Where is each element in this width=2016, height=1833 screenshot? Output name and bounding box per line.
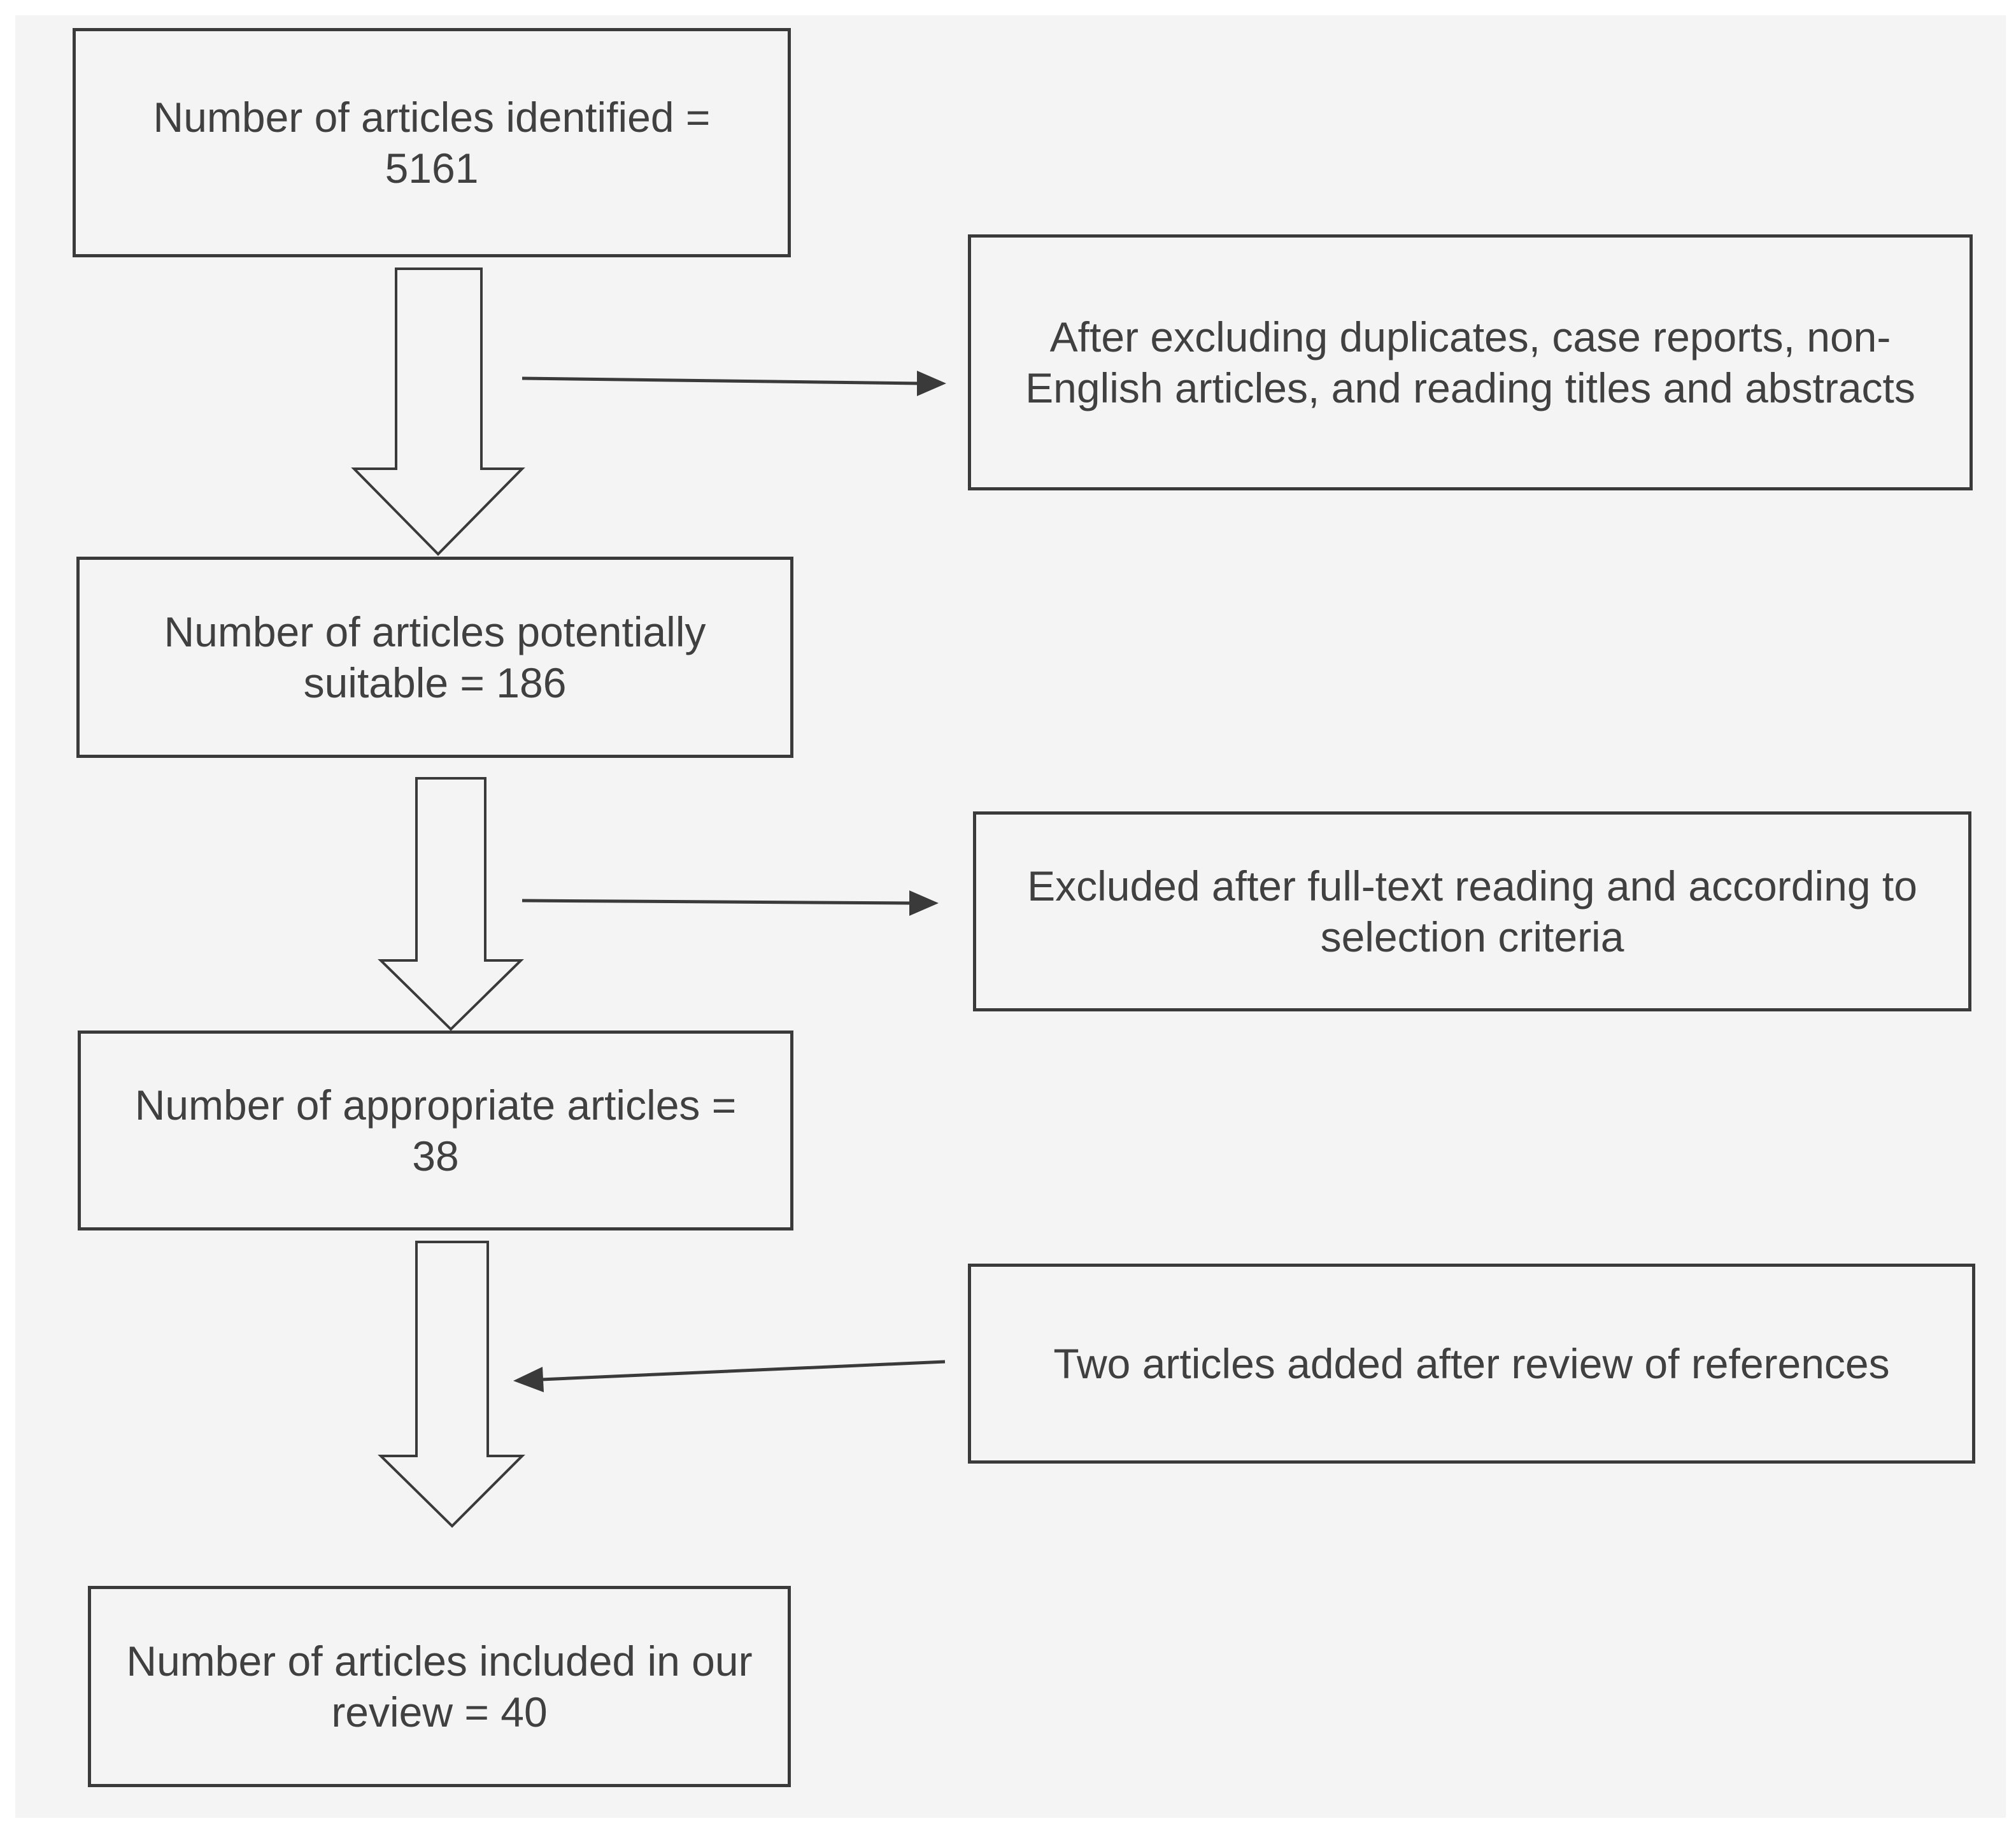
exclusion-arrow-1-head: [917, 371, 946, 396]
added-references-box: Two articles added after review of refer…: [968, 1264, 1975, 1464]
block-arrow-2: [378, 777, 524, 1031]
included-text: Number of articles included in our revie…: [126, 1637, 753, 1736]
excluded-fulltext-box: Excluded after full-text reading and acc…: [973, 811, 1971, 1011]
potentially-suitable-text: Number of articles potentially suitable …: [164, 608, 706, 706]
block-arrow-3: [378, 1241, 525, 1528]
exclusion-arrow-1-line: [522, 376, 920, 385]
potentially-suitable-box: Number of articles potentially suitable …: [76, 557, 793, 758]
appropriate-box: Number of appropriate articles = 38: [78, 1031, 793, 1230]
exclusion-arrow-2-line: [522, 899, 912, 905]
addition-arrow-head: [513, 1367, 544, 1392]
block-arrow-1: [351, 267, 525, 556]
included-box: Number of articles included in our revie…: [88, 1586, 791, 1787]
addition-arrow-line: [541, 1360, 946, 1381]
excluded-screening-text: After excluding duplicates, case reports…: [1025, 313, 1915, 411]
excluded-fulltext-text: Excluded after full-text reading and acc…: [1027, 862, 1917, 960]
appropriate-text: Number of appropriate articles = 38: [134, 1081, 737, 1180]
added-references-text: Two articles added after review of refer…: [1053, 1340, 1890, 1387]
identified-text: Number of articles identified = 5161: [153, 94, 711, 192]
excluded-screening-box: After excluding duplicates, case reports…: [968, 234, 1973, 490]
identified-box: Number of articles identified = 5161: [73, 28, 791, 257]
exclusion-arrow-2-head: [909, 890, 939, 916]
